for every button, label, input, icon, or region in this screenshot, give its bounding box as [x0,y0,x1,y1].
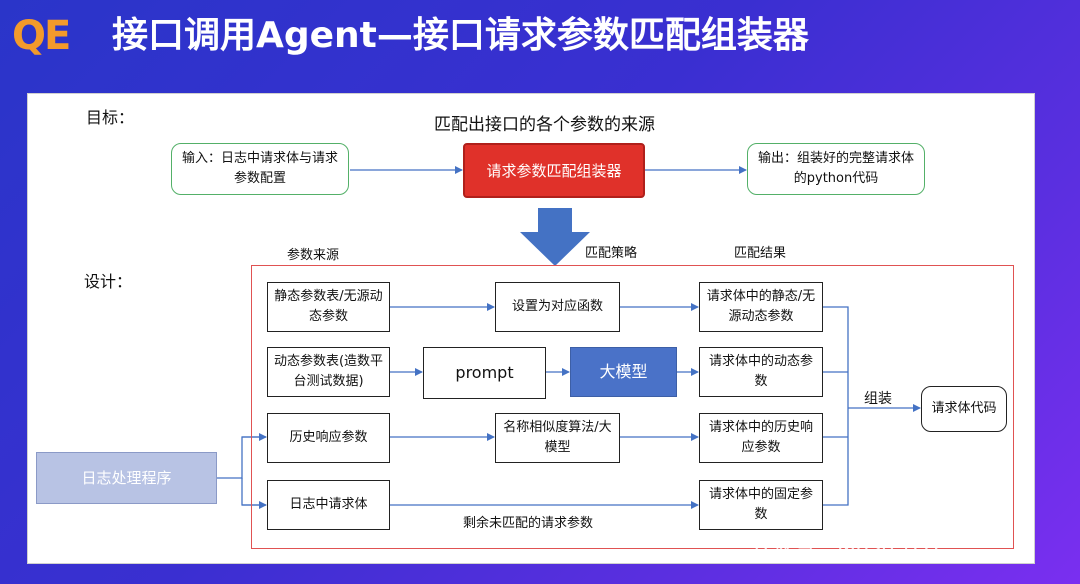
design-label: 设计： [84,272,133,291]
source-dynamic-params: 动态参数表(造数平台测试数据) [267,347,390,397]
assembler-box: 请求参数匹配组装器 [463,143,645,198]
down-arrow [520,208,590,266]
col-source-label: 参数来源 [287,248,340,263]
col-result-label: 匹配结果 [734,246,787,261]
result-dynamic-params: 请求体中的动态参数 [699,347,823,397]
watermark: 公众号 · MasterLU [750,534,940,559]
slide-title: 接口调用Agent—接口请求参数匹配组装器 [112,15,809,56]
goal-label: 目标： [86,108,135,127]
result-history-params: 请求体中的历史响应参数 [699,413,823,463]
request-body-code-box: 请求体代码 [921,386,1007,432]
strategy-name-similarity: 名称相似度算法/大模型 [495,413,620,463]
collect-r1 [823,306,849,506]
col-strategy-label: 匹配策略 [585,246,638,261]
input-box: 输入：日志中请求体与请求参数配置 [171,143,349,195]
source-log-request-body: 日志中请求体 [267,480,390,530]
strategy-prompt: prompt [423,347,546,399]
source-static-params: 静态参数表/无源动态参数 [267,282,390,332]
design-frame [251,265,1014,549]
result-static-params: 请求体中的静态/无源动态参数 [699,282,823,332]
log-processing-program: 日志处理程序 [36,452,217,504]
goal-subtitle: 匹配出接口的各个参数的来源 [434,115,655,135]
source-history-response: 历史响应参数 [267,413,390,463]
logo-text: QE [12,13,71,59]
strategy-set-function: 设置为对应函数 [495,282,620,332]
strategy-llm: 大模型 [570,347,677,397]
strategy-remaining-label: 剩余未匹配的请求参数 [463,516,594,531]
qe-logo: QE [12,12,92,60]
result-fixed-params: 请求体中的固定参数 [699,480,823,530]
output-box: 输出：组装好的完整请求体的python代码 [747,143,925,195]
assemble-label: 组装 [864,391,892,407]
